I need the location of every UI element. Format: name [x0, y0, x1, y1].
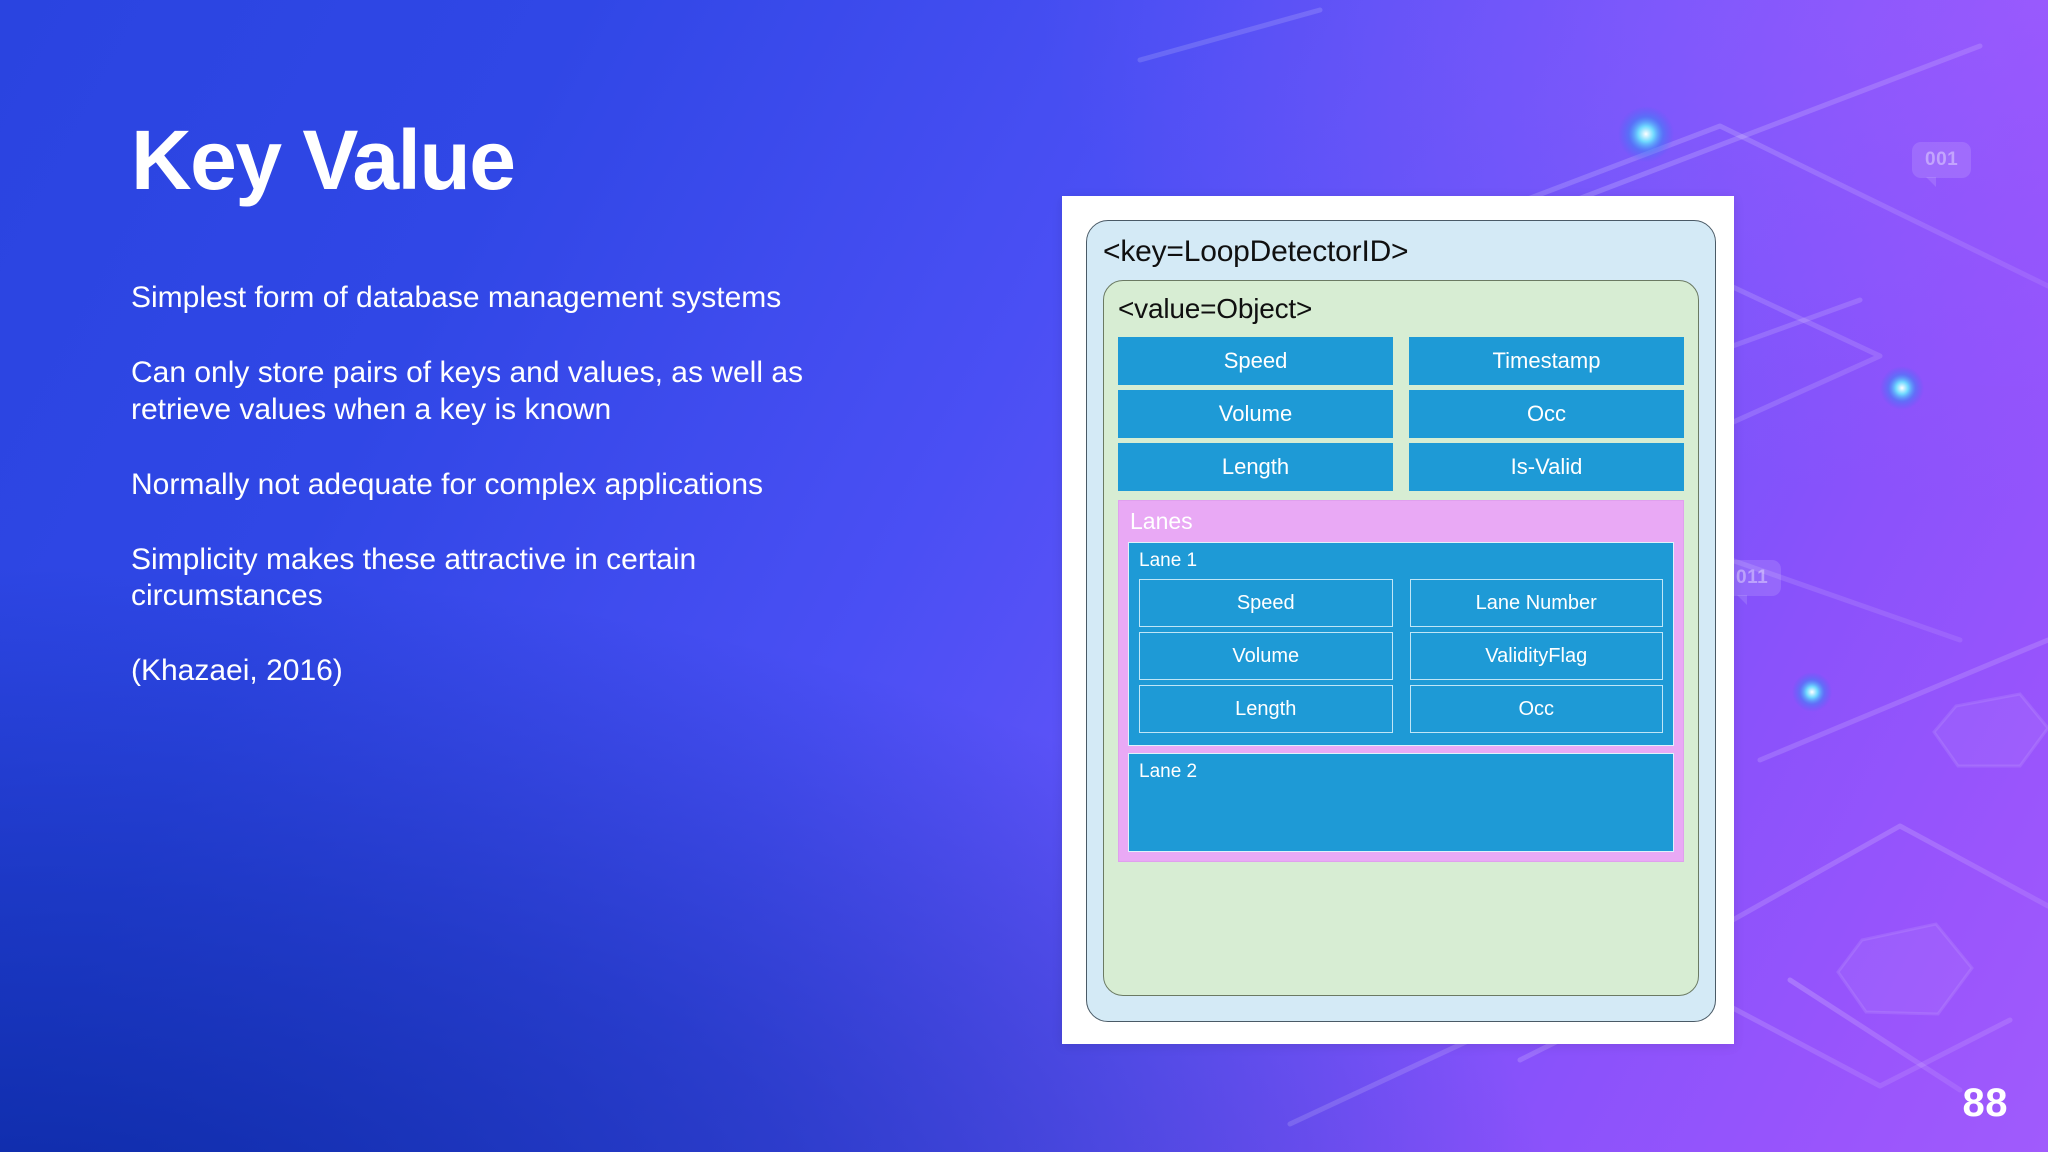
lane-field-tile: Lane Number: [1409, 579, 1663, 628]
content-column: Key Value Simplest form of database mana…: [131, 118, 831, 690]
object-field-tile: Timestamp: [1409, 336, 1684, 385]
body-paragraph: (Khazaei, 2016): [131, 654, 343, 688]
value-label: <value=Object>: [1118, 292, 1313, 324]
lane-field-tile: Speed: [1139, 579, 1393, 628]
decorative-badge-001: 001: [1912, 142, 1972, 187]
body-text-list: Simplest form of database management sys…: [131, 280, 831, 690]
object-field-tile: Is-Valid: [1409, 443, 1684, 492]
body-paragraph: Simplest form of database management sys…: [131, 281, 782, 314]
lane-label: Lane 1: [1139, 549, 1198, 571]
object-field-tile: Volume: [1118, 389, 1393, 439]
page-number: 88: [1962, 1081, 2008, 1125]
object-field-tile: Occ: [1409, 389, 1684, 439]
lane-empty-area: [1139, 791, 1663, 839]
key-label: <key=LoopDetectorID>: [1103, 235, 1409, 268]
body-paragraph: Can only store pairs of keys and values,…: [131, 355, 803, 426]
lane-label: Lane 2: [1139, 761, 1198, 783]
lane-field-tile: Occ: [1409, 685, 1663, 734]
key-panel: <key=LoopDetectorID> <value=Object> Spee…: [1086, 220, 1716, 1022]
body-paragraph: Simplicity makes these attractive in cer…: [131, 542, 697, 613]
lane-field-tile: Volume: [1139, 632, 1393, 681]
body-paragraph: Normally not adequate for complex applic…: [131, 467, 764, 501]
object-field-tile: Speed: [1118, 336, 1393, 385]
page-title: Key Value: [131, 113, 516, 207]
key-value-diagram: <key=LoopDetectorID> <value=Object> Spee…: [1062, 196, 1734, 1044]
lanes-label: Lanes: [1130, 508, 1193, 535]
lane-field-tile: Length: [1139, 685, 1393, 734]
object-field-tile: Length: [1118, 443, 1393, 492]
lane-box: Lane 2: [1128, 753, 1674, 853]
lane-field-tile: ValidityFlag: [1409, 632, 1663, 681]
